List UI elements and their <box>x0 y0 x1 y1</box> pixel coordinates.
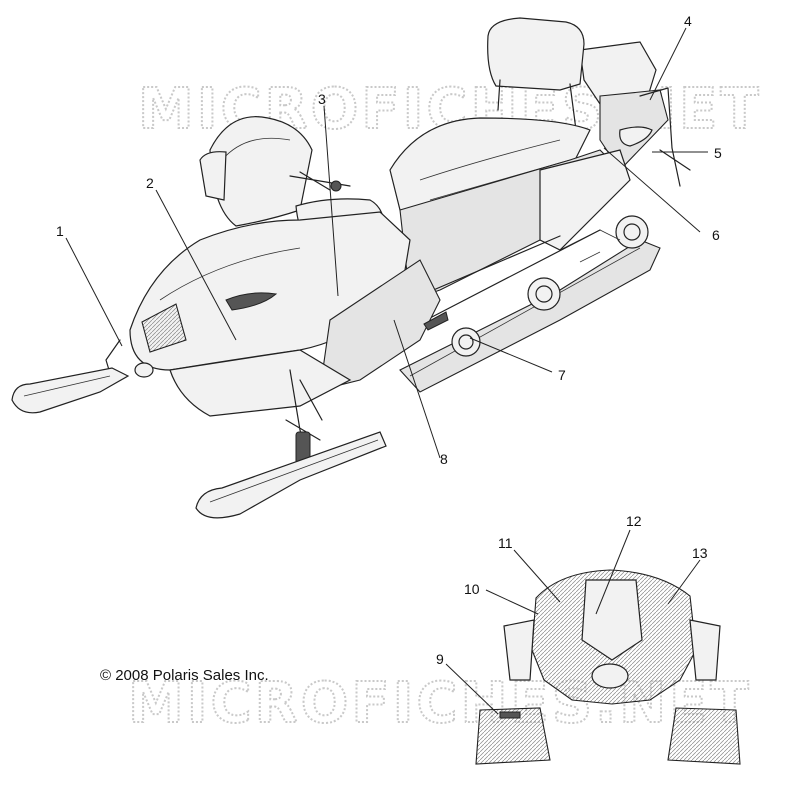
snowmobile-front-view <box>475 569 741 765</box>
callout-12: 12 <box>626 513 642 529</box>
callout-2: 2 <box>146 175 154 191</box>
callout-1: 1 <box>56 223 64 239</box>
callout-8: 8 <box>440 451 448 467</box>
copyright-notice: © 2008 Polaris Sales Inc. <box>100 667 269 684</box>
callout-9: 9 <box>436 651 444 667</box>
front-suspension <box>105 339 323 471</box>
ski-left <box>11 367 130 414</box>
windshield <box>199 116 313 227</box>
callout-10: 10 <box>464 581 480 597</box>
handlebar <box>289 171 351 192</box>
callout-4: 4 <box>684 13 692 29</box>
ski-right <box>195 431 387 519</box>
callout-7: 7 <box>558 367 566 383</box>
callout-13: 13 <box>692 545 708 561</box>
rear-rack <box>487 17 691 187</box>
snowmobile-side-view <box>11 17 691 519</box>
callout-6: 6 <box>712 227 720 243</box>
leader-lines <box>65 27 708 715</box>
headlight <box>134 362 154 378</box>
callout-5: 5 <box>714 145 722 161</box>
callout-11: 11 <box>498 535 513 551</box>
rear-track <box>399 215 661 393</box>
belly-pan <box>169 349 352 417</box>
callout-3: 3 <box>318 91 326 107</box>
callout-labels: 1 2 3 4 5 6 7 8 9 10 11 12 13 <box>56 13 722 667</box>
